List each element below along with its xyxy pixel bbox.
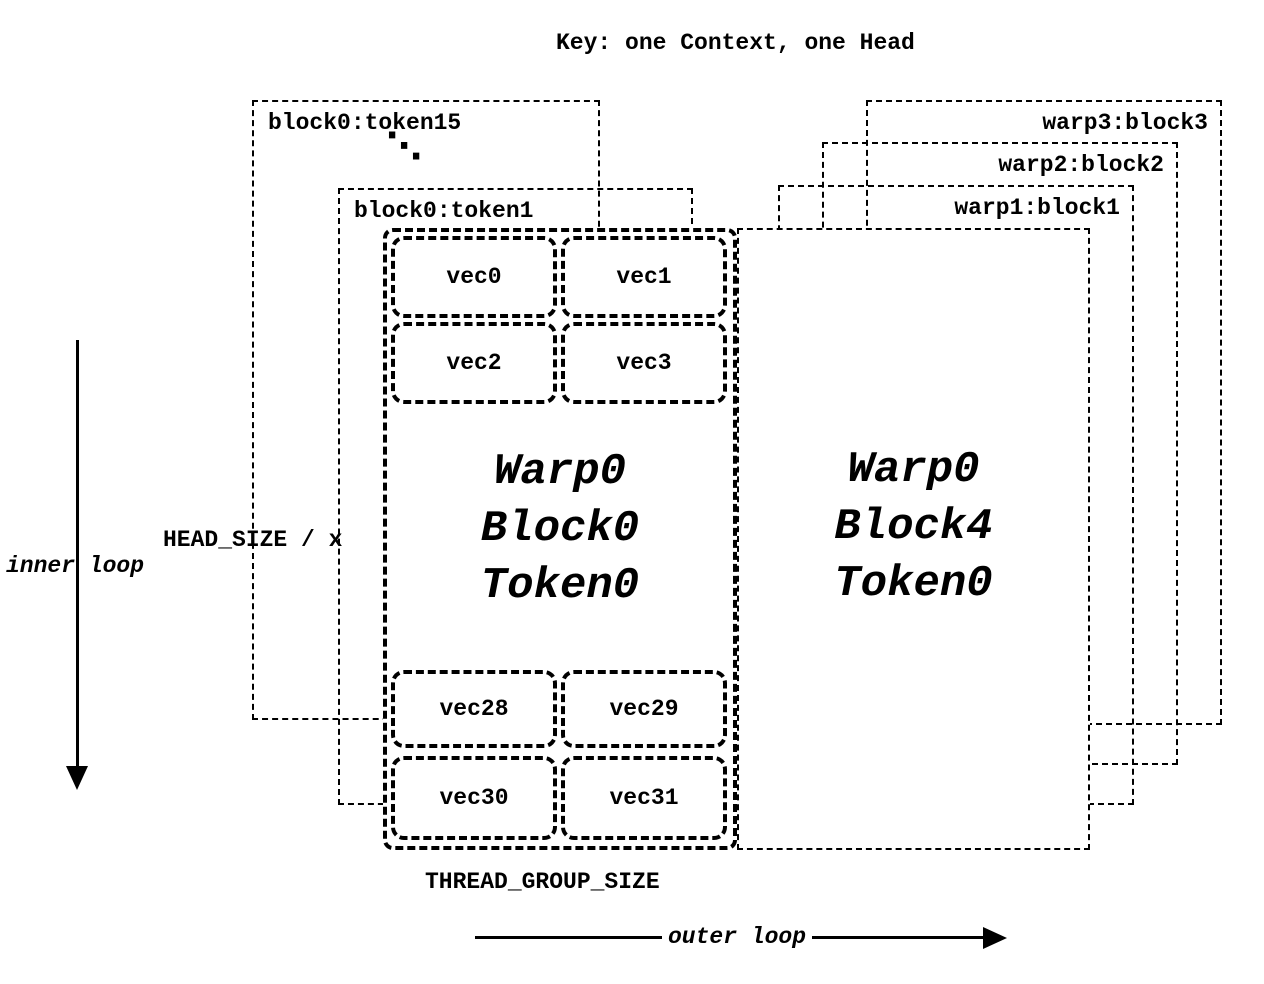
vec29-box: vec29 [561,670,727,748]
warp0-block0-box: vec0 vec1 vec2 vec3 Warp0 Block0 Token0 … [383,228,737,850]
inner-loop-label: inner loop [6,553,145,579]
warp0-block4-line1: Warp0 [847,445,980,495]
vec0-label: vec0 [446,264,502,290]
warp0-block4-line2: Block4 [834,502,993,552]
warp0-block0-title: Warp0 Block0 Token0 [387,444,733,615]
block0-token1-label: block0:token1 [354,198,534,224]
inner-loop-arrow-head [66,766,88,790]
vec31-box: vec31 [561,756,727,840]
thread-group-size-label: THREAD_GROUP_SIZE [425,869,660,895]
vec1-label: vec1 [616,264,672,290]
warp0-block0-line3: Token0 [480,561,640,611]
warp0-block0-line2: Block0 [480,504,640,554]
vec3-label: vec3 [616,350,672,376]
warp2-block2-label: warp2:block2 [998,152,1164,178]
warp0-block4-box: Warp0 Block4 Token0 [737,228,1090,850]
vec2-label: vec2 [446,350,502,376]
warp1-block1-label: warp1:block1 [954,195,1120,221]
warp0-block0-line1: Warp0 [493,447,627,497]
vec31-label: vec31 [609,785,679,811]
outer-loop-label: outer loop [662,924,813,950]
vec28-label: vec28 [439,696,509,722]
vec30-box: vec30 [391,756,557,840]
diagram-title: Key: one Context, one Head [556,30,915,56]
warp0-block4-title: Warp0 Block4 Token0 [739,442,1088,613]
warp3-block3-label: warp3:block3 [1042,110,1208,136]
vec30-label: vec30 [439,785,509,811]
diagonal-ellipsis: ⋱ [386,126,422,167]
vec29-label: vec29 [609,696,679,722]
warp0-block4-line3: Token0 [834,559,993,609]
vec28-box: vec28 [391,670,557,748]
inner-loop-arrow-shaft [76,340,79,768]
vec3-box: vec3 [561,322,727,404]
vec2-box: vec2 [391,322,557,404]
head-size-label: HEAD_SIZE / x [163,527,343,553]
block0-token15-label: block0:token15 [268,110,462,136]
outer-loop-arrow-head [983,927,1007,949]
vec0-box: vec0 [391,236,557,318]
vec1-box: vec1 [561,236,727,318]
